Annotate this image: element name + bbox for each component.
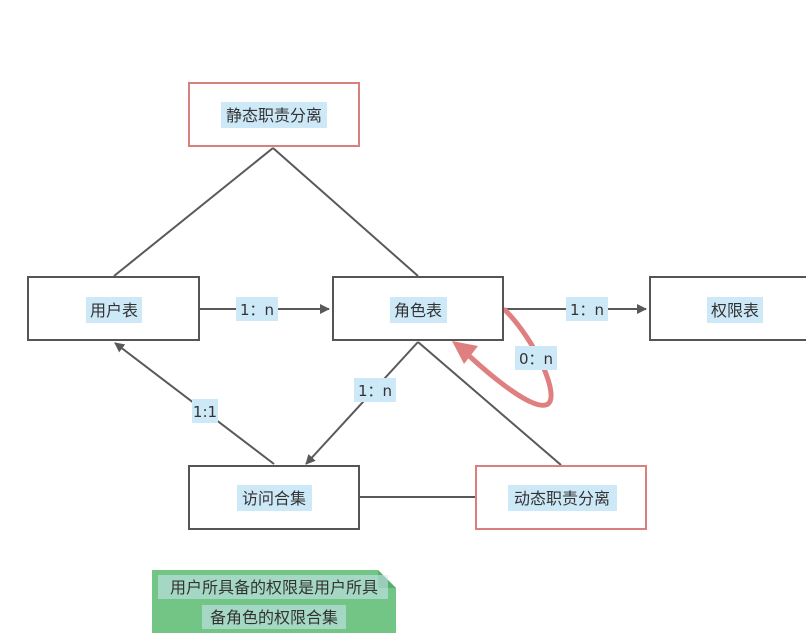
- edge-label-role-permission-text: 1：n: [570, 301, 604, 319]
- role-to-dynamic-sod-line: [417, 341, 562, 466]
- static-sod-to-user-line: [113, 147, 274, 277]
- note-sticky[interactable]: 用户所具备的权限是用户所具 备角色的权限合集: [152, 570, 396, 633]
- node-user-table-label: 用户表: [90, 301, 138, 320]
- edge-label-role-access-text: 1：n: [358, 382, 392, 400]
- node-access-set-label: 访问合集: [242, 489, 306, 508]
- node-permission-table-label: 权限表: [711, 301, 759, 320]
- static-sod-to-role-line: [272, 147, 419, 277]
- role-to-access-arrow: [305, 341, 419, 465]
- edge-label-user-role: 1：n: [236, 297, 278, 321]
- note-line-2: 备角色的权限合集: [210, 608, 338, 627]
- node-dynamic-sod[interactable]: 动态职责分离: [475, 465, 647, 530]
- node-access-set[interactable]: 访问合集: [188, 465, 360, 530]
- edge-label-access-user: 1:1: [192, 399, 218, 423]
- node-user-table[interactable]: 用户表: [27, 276, 200, 341]
- edge-label-user-role-text: 1：n: [240, 301, 274, 319]
- edge-label-access-user-text: 1:1: [193, 403, 217, 421]
- node-permission-table[interactable]: 权限表: [649, 276, 806, 341]
- edge-label-role-access: 1：n: [354, 378, 396, 402]
- edge-label-role-permission: 1：n: [566, 297, 608, 321]
- node-static-sod-label: 静态职责分离: [226, 106, 322, 125]
- edge-label-role-self-text: 0：n: [519, 350, 553, 368]
- node-dynamic-sod-label: 动态职责分离: [514, 489, 610, 508]
- role-self-arrow: [462, 307, 554, 408]
- node-role-table[interactable]: 角色表: [332, 276, 504, 341]
- edge-label-role-self: 0：n: [515, 346, 557, 370]
- node-static-sod[interactable]: 静态职责分离: [188, 82, 360, 147]
- note-line-1: 用户所具备的权限是用户所具: [170, 578, 378, 597]
- role-self-arrowhead: [452, 341, 478, 364]
- node-role-table-label: 角色表: [394, 301, 442, 320]
